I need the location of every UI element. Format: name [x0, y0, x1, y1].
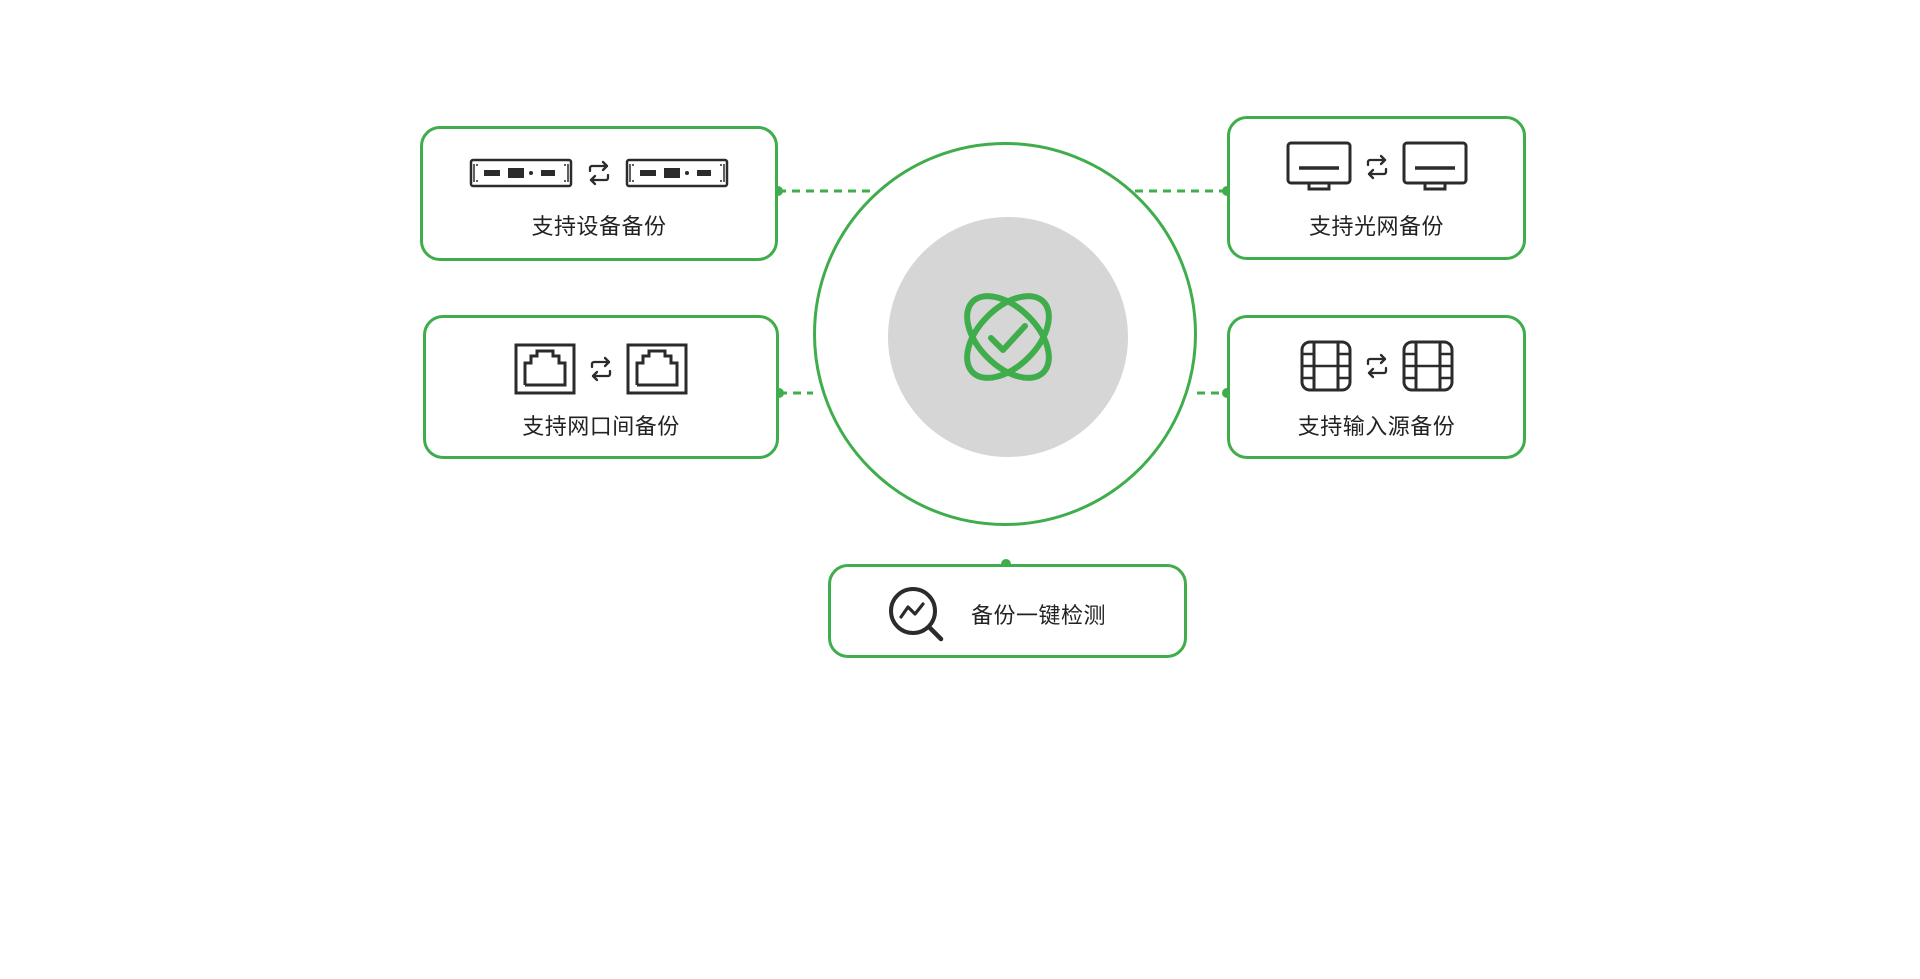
card-icons [1230, 340, 1523, 392]
card-label: 备份一键检测 [971, 604, 1107, 629]
card-fiber-backup: 支持光网备份 [1227, 116, 1526, 260]
swap-icon [588, 160, 610, 186]
swap-icon [1366, 353, 1387, 379]
ethernet-port-icon [514, 343, 576, 395]
swap-icon [1366, 154, 1387, 180]
card-input-source-backup: 支持输入源备份 [1227, 315, 1526, 459]
card-label: 支持输入源备份 [1297, 415, 1456, 440]
center-hub [813, 142, 1197, 526]
orbit-check-icon [964, 293, 1052, 381]
card-one-click-check: 备份一键检测 [828, 564, 1187, 658]
card-label: 支持网口间备份 [522, 415, 680, 440]
magnifier-chart-icon [887, 585, 947, 647]
card-icons [423, 157, 775, 189]
swap-icon [590, 356, 612, 382]
device-icon [625, 158, 729, 188]
film-icon [1300, 340, 1351, 392]
card-label: 支持设备备份 [531, 215, 667, 240]
card-icons [426, 343, 776, 395]
film-icon [1402, 340, 1453, 392]
card-port-backup: 支持网口间备份 [423, 315, 779, 459]
hub-inner-circle [888, 217, 1128, 457]
monitor-icon [1402, 141, 1467, 191]
card-icons [1230, 141, 1523, 193]
monitor-icon [1286, 141, 1351, 191]
card-device-backup: 支持设备备份 [420, 126, 778, 261]
card-label: 支持光网备份 [1308, 215, 1444, 240]
ethernet-port-icon [626, 343, 688, 395]
device-icon [469, 158, 573, 188]
